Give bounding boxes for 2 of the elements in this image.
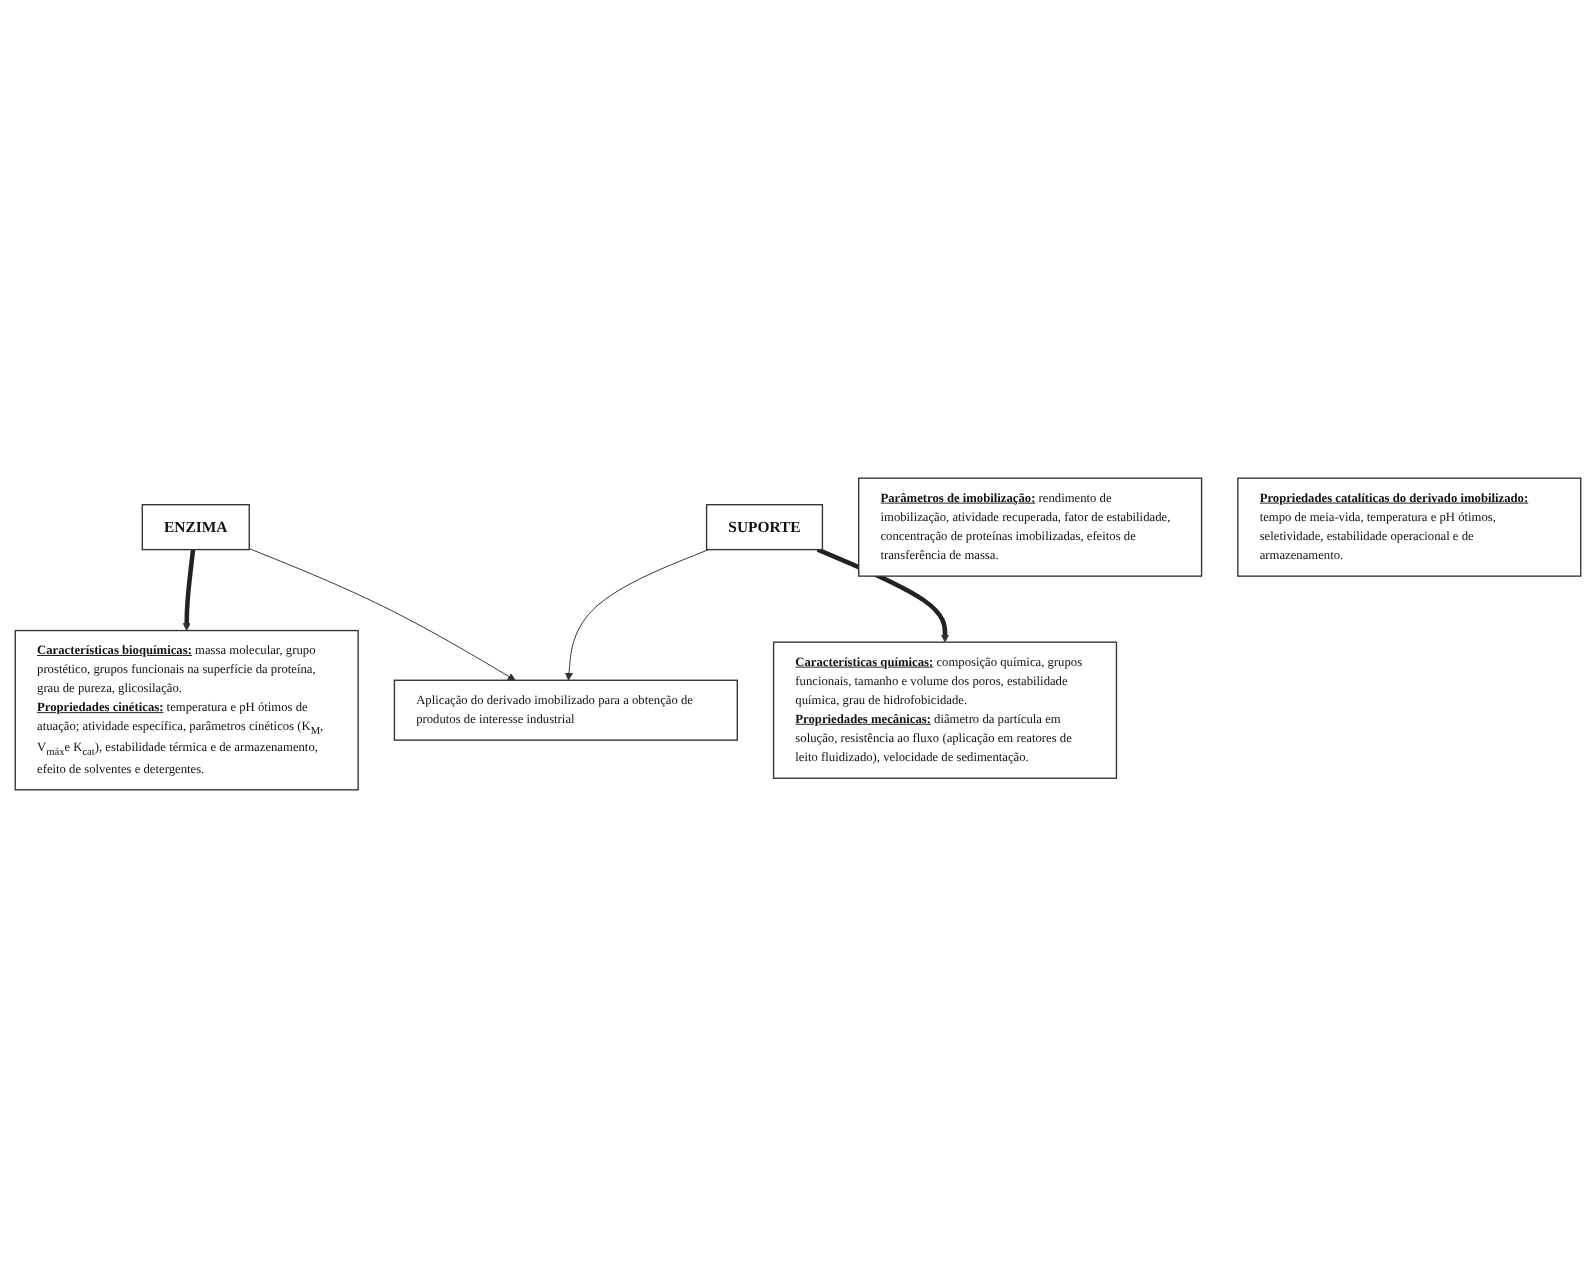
arrow bbox=[181, 549, 195, 631]
arrow bbox=[815, 547, 948, 643]
